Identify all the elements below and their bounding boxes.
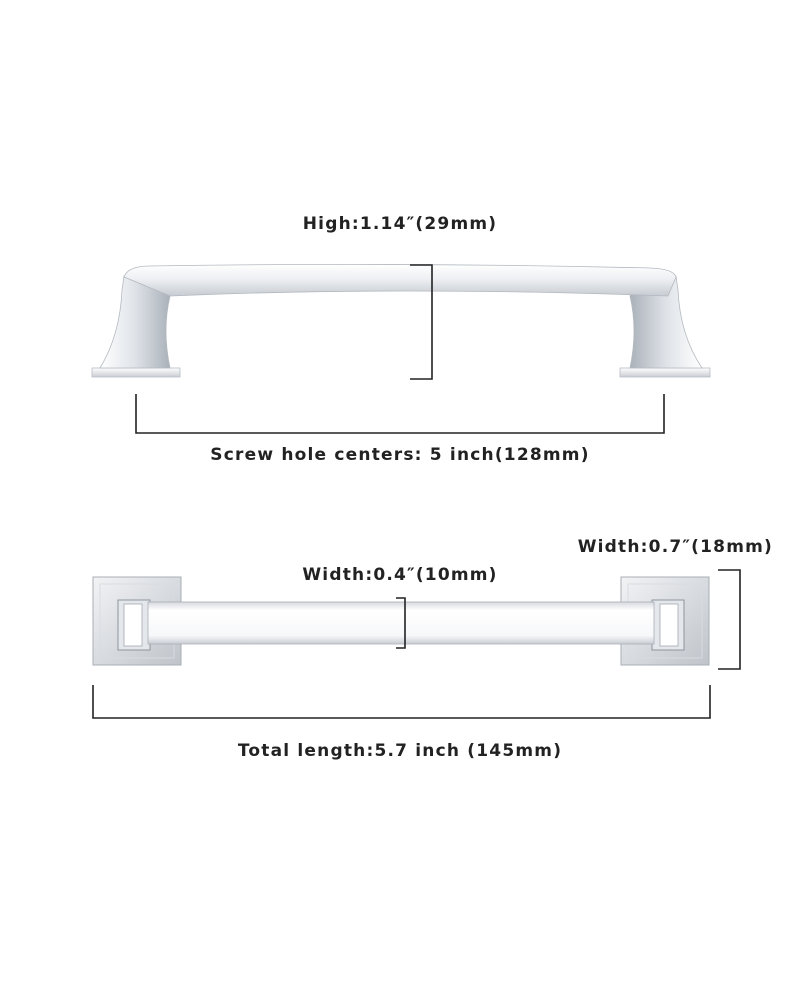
height-label: High:1.14″(29mm) bbox=[303, 214, 498, 234]
screw-centers-dimension bbox=[135, 394, 665, 434]
screw-centers-label: Screw hole centers: 5 inch(128mm) bbox=[210, 445, 589, 465]
bar-width-label: Width:0.4″(10mm) bbox=[302, 565, 497, 585]
bar bbox=[147, 601, 655, 645]
handle-side-view bbox=[91, 264, 711, 378]
top-bar bbox=[123, 264, 677, 297]
left-foot bbox=[91, 367, 181, 378]
handle-top-view bbox=[92, 576, 710, 666]
bar-width-dimension bbox=[396, 597, 406, 649]
height-dimension bbox=[410, 264, 433, 380]
total-length-label: Total length:5.7 inch (145mm) bbox=[238, 741, 562, 761]
base-width-dimension bbox=[718, 569, 741, 670]
right-foot bbox=[619, 367, 711, 378]
total-length-dimension bbox=[92, 685, 711, 719]
base-width-label: Width:0.7″(18mm) bbox=[578, 537, 773, 557]
